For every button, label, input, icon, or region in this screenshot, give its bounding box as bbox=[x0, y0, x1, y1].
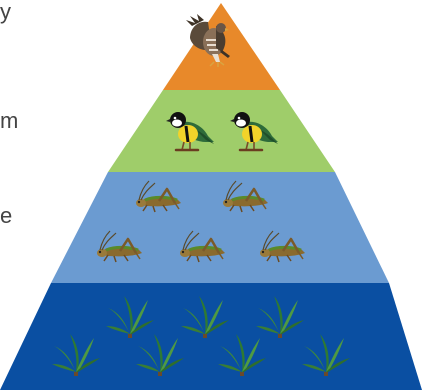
pyramid-tier-plant bbox=[0, 283, 422, 390]
pyramid-tier-bird bbox=[108, 90, 335, 172]
pyramid-tier-grasshopper bbox=[51, 172, 389, 283]
